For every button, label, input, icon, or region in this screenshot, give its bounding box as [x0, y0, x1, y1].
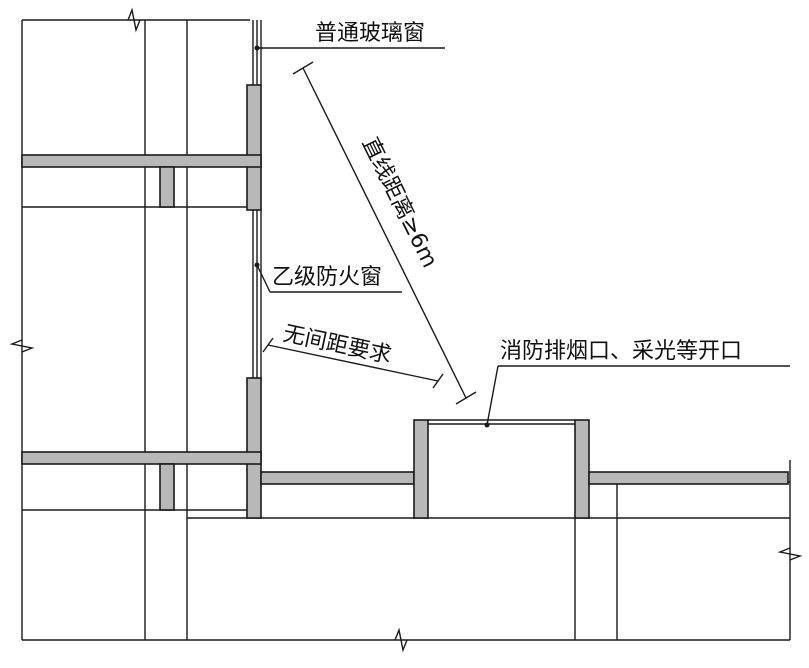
annotations: [256, 47, 790, 426]
lower-beam: [159, 463, 175, 511]
structural-walls: [21, 84, 789, 519]
lower-floor-slab: [21, 451, 262, 465]
no-spacing-label: 无间距要求: [281, 321, 394, 368]
upper-floor-slab: [21, 154, 262, 168]
distance-tick: [292, 61, 314, 75]
opening-leader: [486, 365, 499, 426]
upper-beam: [159, 166, 175, 208]
break-symbol: [127, 7, 141, 33]
podium-roof-slab-left: [260, 471, 415, 485]
right-parapet: [574, 419, 590, 519]
leader-dot: [254, 45, 260, 51]
upper-facade-wall: [246, 84, 262, 211]
fire-window-leader: [256, 264, 271, 293]
no-spacing-tick: [432, 373, 444, 389]
opening-label: 消防排烟口、采光等开口: [500, 339, 742, 364]
no-spacing-tick: [262, 337, 274, 353]
building-outline: [9, 7, 803, 653]
distance-dimension-line: [302, 67, 467, 399]
distance-tick: [455, 391, 477, 405]
no-spacing-dimension-line: [267, 344, 439, 382]
break-symbol: [777, 547, 803, 561]
lower-facade-wall: [246, 377, 262, 519]
break-symbol: [394, 627, 408, 653]
podium-roof-slab-right: [588, 471, 789, 485]
leader-dot: [254, 262, 260, 268]
leader-dots: [254, 45, 490, 428]
break-symbol: [9, 339, 35, 353]
ordinary-window-label: 普通玻璃窗: [315, 21, 425, 46]
leader-dot: [484, 422, 490, 428]
fire-window-label: 乙级防火窗: [272, 265, 382, 290]
left-parapet: [413, 419, 429, 519]
